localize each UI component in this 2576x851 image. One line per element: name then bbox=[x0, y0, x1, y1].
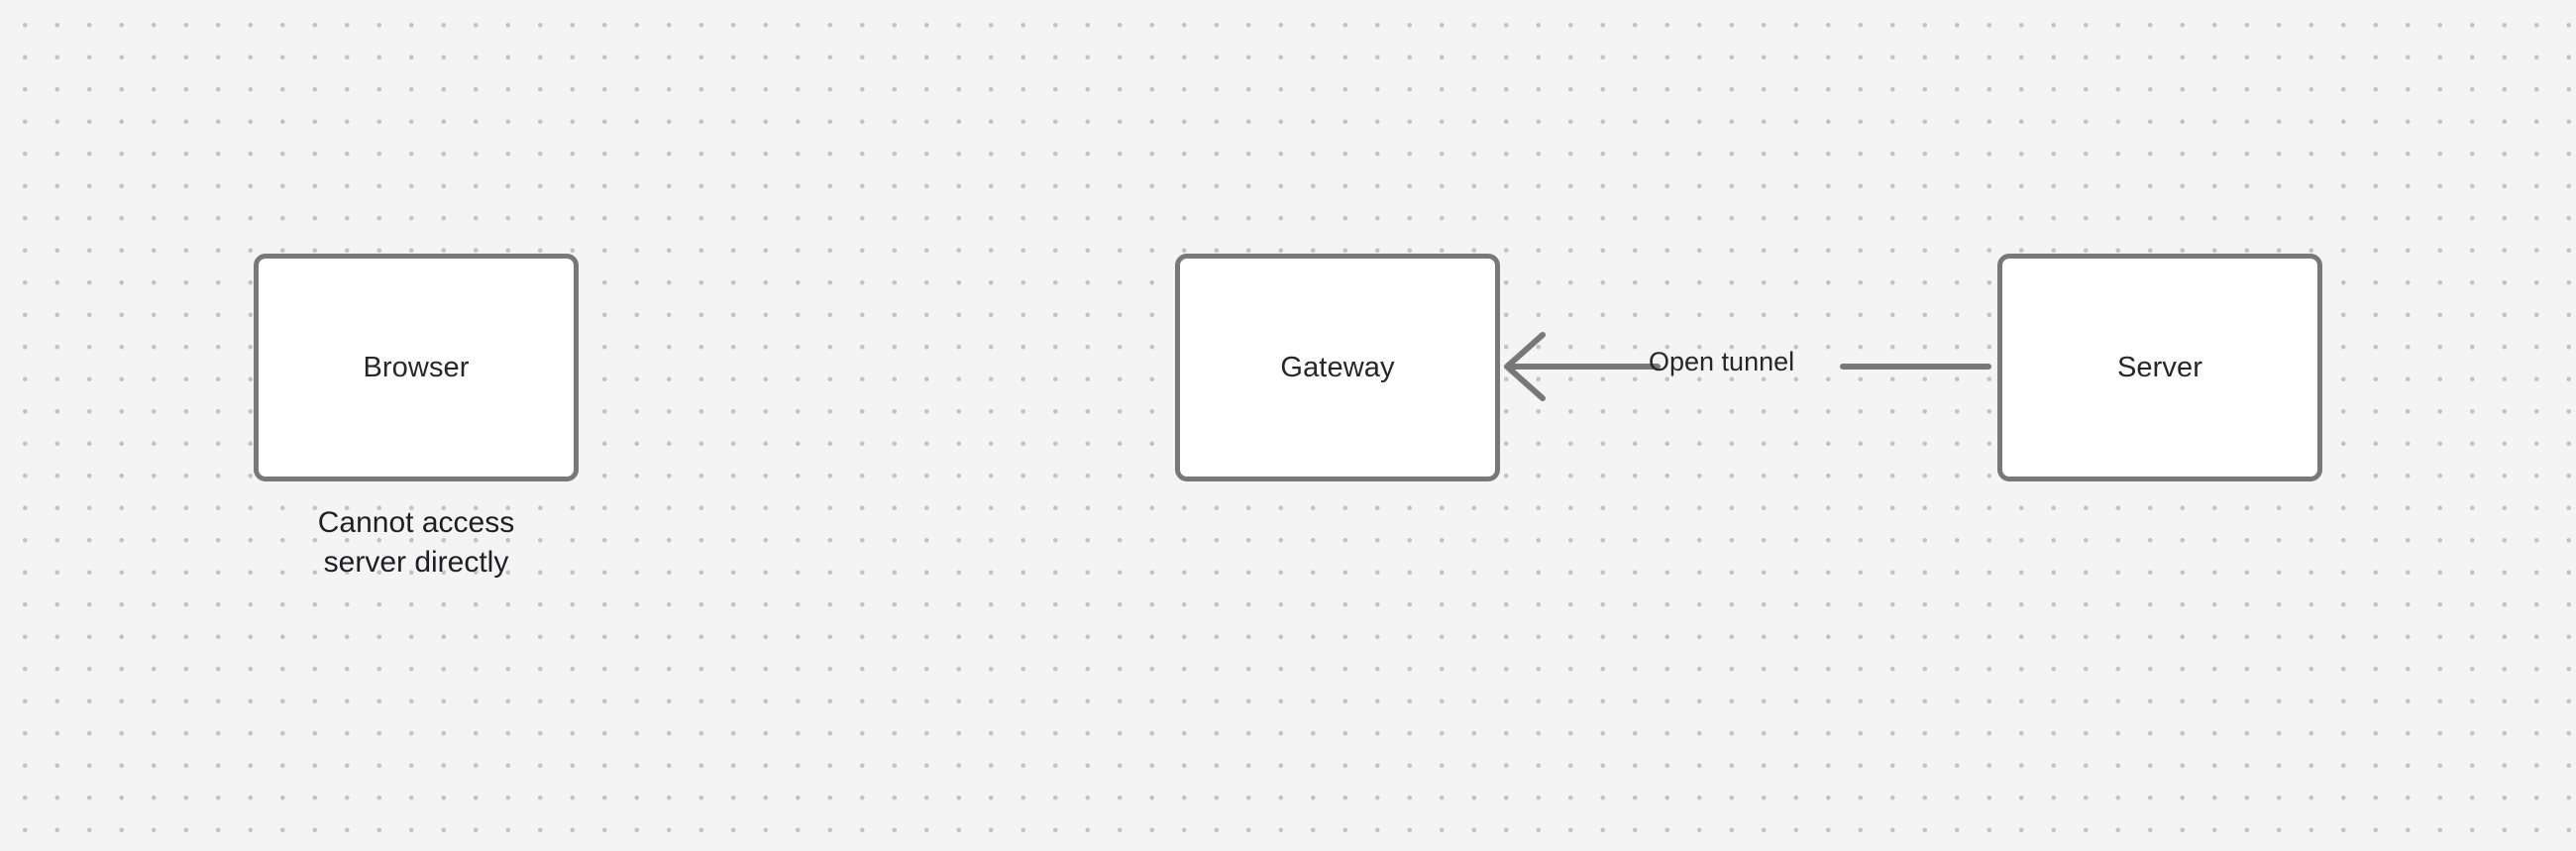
browser-caption-line-2: server directly bbox=[323, 545, 509, 579]
diagram-node-gateway[interactable]: Gateway bbox=[1175, 254, 1500, 481]
diagram-node-server[interactable]: Server bbox=[1997, 254, 2322, 481]
canvas-bottom-edge bbox=[0, 837, 2576, 851]
arrowhead-left-icon bbox=[1504, 332, 1546, 401]
browser-caption-line-1: Cannot access bbox=[317, 506, 515, 539]
diagram-node-browser[interactable]: Browser bbox=[254, 254, 579, 481]
edge-label-open-tunnel: Open tunnel bbox=[1649, 347, 1795, 376]
node-label-gateway: Gateway bbox=[1280, 351, 1395, 383]
node-label-browser: Browser bbox=[363, 351, 470, 383]
node-label-server: Server bbox=[2116, 351, 2202, 383]
browser-caption: Cannot access server directly bbox=[254, 503, 579, 583]
